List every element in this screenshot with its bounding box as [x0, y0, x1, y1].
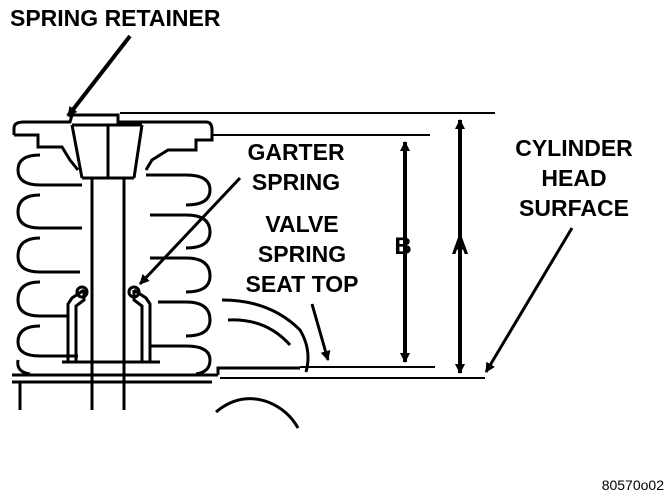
- label-garter-line2: SPRING: [252, 169, 340, 195]
- label-dimension-a: A: [451, 233, 468, 260]
- valve-spring-coils-left: [16, 153, 82, 376]
- label-valve-line2: SPRING: [258, 241, 346, 267]
- label-spring-retainer: SPRING RETAINER: [10, 5, 221, 31]
- cylinder-head-leader: [484, 227, 574, 373]
- garter-spring-leader: [138, 176, 242, 286]
- label-garter-line1: GARTER: [247, 139, 345, 165]
- valve-stem-seal: [62, 288, 160, 364]
- spring-retainer: [12, 113, 214, 180]
- label-cylinder-line2: HEAD: [541, 165, 606, 191]
- label-cylinder-line1: CYLINDER: [515, 135, 633, 161]
- figure-code: 80570o02: [602, 477, 665, 493]
- valve-spring-coils-right: [146, 173, 212, 376]
- label-cylinder-line3: SURFACE: [519, 195, 629, 221]
- label-valve-line3: SEAT TOP: [246, 271, 359, 297]
- garter-spring-left: [75, 285, 89, 299]
- garter-spring-right: [127, 285, 141, 299]
- valve-stem: [90, 178, 126, 410]
- valve-spring-seat-leader: [310, 303, 331, 361]
- label-dimension-b: B: [394, 233, 411, 260]
- cylinder-head-casting: [12, 298, 310, 429]
- reference-lines: [120, 112, 495, 379]
- label-valve-line1: VALVE: [265, 211, 338, 237]
- spring-retainer-leader: [66, 34, 132, 118]
